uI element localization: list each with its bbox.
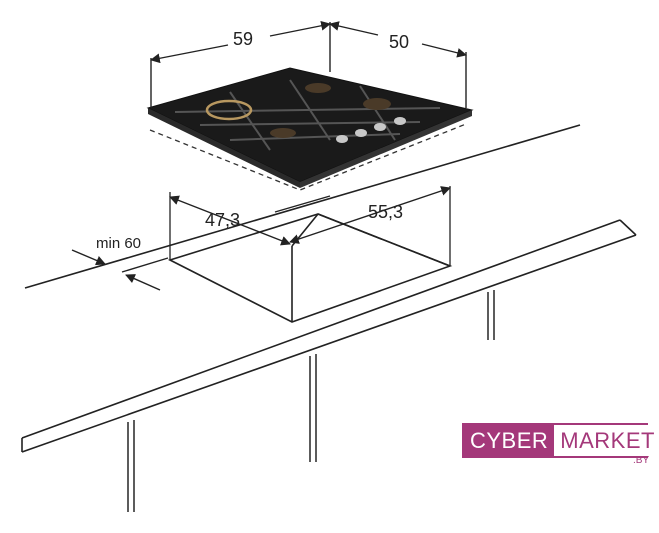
cutout-width-label: 55,3 <box>368 202 403 222</box>
hob-depth-dimension <box>329 21 467 108</box>
min-distance-label: min 60 <box>96 235 141 252</box>
hob-depth-label: 50 <box>389 32 409 52</box>
hob-width-dimension <box>150 20 331 108</box>
cutout-width-dimension <box>289 186 451 244</box>
hob-width-label: 59 <box>233 29 253 49</box>
burner-front-right <box>363 98 391 110</box>
min-distance-dimension <box>71 249 169 291</box>
hob-appliance <box>146 67 474 191</box>
cutout-depth-dimension <box>169 195 291 246</box>
cybermarket-logo: CYBER MARKET <box>462 423 659 458</box>
cutout-depth-label: 47,3 <box>205 210 240 230</box>
burner-wok <box>205 99 253 121</box>
cabinet-legs <box>127 290 495 512</box>
burner-front-left <box>270 128 296 138</box>
logo-word-left: CYBER <box>464 425 555 456</box>
burner-grates <box>174 79 441 151</box>
burner-rear-right <box>305 83 331 93</box>
logo-suffix: .BY <box>633 455 650 466</box>
logo-word-right: MARKET <box>554 425 659 456</box>
cutout-opening <box>167 213 453 323</box>
control-knobs <box>336 117 406 143</box>
